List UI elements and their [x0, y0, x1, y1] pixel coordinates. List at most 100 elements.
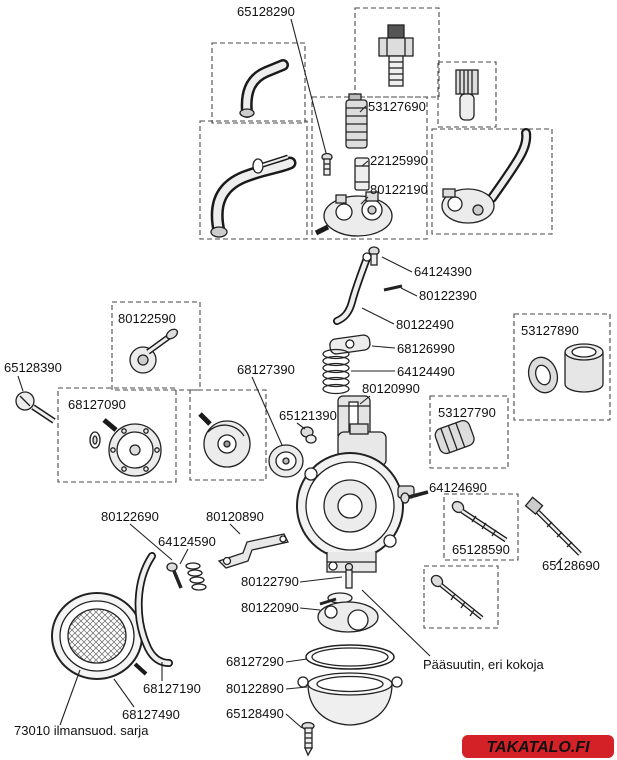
leader-80122690 — [129, 523, 173, 561]
part-label-68127090: 68127090 — [68, 397, 126, 412]
part-flange-screw-80122590 — [129, 328, 179, 374]
part-bracket-80120890 — [217, 533, 289, 569]
leader-80120990 — [359, 395, 371, 405]
part-label-80122190: 80122190 — [370, 182, 428, 197]
part-screw-64124390 — [368, 246, 380, 266]
leader-80122490 — [361, 307, 395, 325]
group-box-screw-extra — [423, 565, 499, 629]
part-screw-pilot — [430, 574, 484, 620]
part-label-80120890: 80120890 — [206, 509, 264, 524]
watermark-takatalo: TAKATALO.FI — [462, 735, 614, 758]
part-plate-68126990 — [329, 334, 371, 355]
leader-65128390 — [17, 375, 24, 392]
part-label-53127690: 53127690 — [368, 99, 426, 114]
part-cable-adjuster — [354, 157, 370, 191]
part-label-65121390: 65121390 — [279, 408, 337, 423]
part-label-65128390: 65128390 — [4, 360, 62, 375]
part-label-64124590: 64124590 — [158, 534, 216, 549]
part-gasket-68127290 — [305, 644, 395, 670]
part-screw-64124590 — [166, 562, 183, 589]
part-needle-jet-80122790 — [344, 562, 354, 589]
leader-68126990 — [371, 345, 396, 349]
leader-65128490 — [285, 713, 303, 729]
part-small-spring-80122690 — [185, 562, 207, 591]
group-box-seal-bushing — [513, 313, 611, 421]
parts — [15, 24, 604, 757]
leader-68127390 — [251, 376, 283, 446]
part-label-65128590: 65128590 — [452, 542, 510, 557]
part-label-80122090: 80122090 — [241, 600, 299, 615]
leader-lines — [17, 18, 563, 729]
leader-68127290 — [285, 658, 308, 663]
part-label-68127290: 68127290 — [226, 654, 284, 669]
part-label-65128690: 65128690 — [542, 558, 600, 573]
group-box-elbow — [211, 42, 306, 124]
part-choke-disc-2 — [198, 412, 251, 468]
part-washer-68127090 — [89, 431, 101, 449]
part-label-80122490: 80122490 — [396, 317, 454, 332]
leader-68127490 — [113, 678, 135, 708]
part-label-80122590: 80122590 — [118, 311, 176, 326]
leader-64124390 — [381, 256, 413, 273]
part-fuel-valve — [378, 24, 414, 87]
main-jet-note: Pääsuutin, eri kokoja — [423, 657, 544, 672]
watermark-text: TAKATALO.FI — [486, 739, 590, 756]
part-label-22125990: 22125990 — [370, 153, 428, 168]
group-box-cable-elbow — [431, 128, 553, 235]
part-label-64124690: 64124690 — [429, 480, 487, 495]
part-label-68126990: 68126990 — [397, 341, 455, 356]
group-boxes — [57, 7, 611, 629]
part-screw-65128590 — [451, 500, 508, 543]
part-screw-65128390 — [15, 391, 56, 424]
part-pin-80122390 — [383, 284, 403, 292]
group-box-top-assembly — [311, 96, 428, 240]
part-nut-65121390 — [300, 426, 317, 444]
leader-65121390 — [296, 422, 306, 430]
group-box-fuel-valve — [354, 7, 440, 98]
part-label-65128290: 65128290 — [237, 4, 295, 19]
part-label-53127890: 53127890 — [521, 323, 579, 338]
part-intake-elbow — [239, 59, 289, 118]
leader-80122390 — [400, 287, 418, 297]
part-bolt-65128690 — [524, 496, 582, 556]
leader-80122790 — [299, 576, 343, 583]
leader-80122890 — [285, 686, 308, 690]
kit-note: 73010 ilmansuod. sarja — [14, 723, 149, 738]
part-float-bowl-80122890 — [297, 672, 403, 726]
part-plunger-53127790 — [434, 420, 475, 455]
leader-80120890 — [229, 523, 241, 535]
part-screw-65128290 — [321, 152, 333, 176]
part-labels: 65128290 53127690 22125990 80122190 6412… — [4, 4, 600, 738]
part-intake-pipe — [210, 154, 297, 238]
watermark-background — [462, 735, 614, 758]
group-box-choke-disc — [57, 387, 177, 483]
part-label-53127790: 53127790 — [438, 405, 496, 420]
part-spring-64124490 — [322, 348, 350, 395]
part-cable-elbow — [441, 128, 532, 224]
leader-64124590 — [179, 548, 189, 565]
leader-22125990 — [361, 160, 369, 167]
part-choke-plunger — [345, 93, 368, 149]
part-knurled-sleeve — [455, 69, 479, 121]
part-label-64124390: 64124390 — [414, 264, 472, 279]
leader-80122190 — [360, 196, 369, 205]
leader-65128290 — [290, 18, 327, 154]
leader-kit-73010 — [59, 669, 81, 726]
part-bushing-53127890 — [564, 343, 604, 393]
leader-main-jet — [361, 589, 431, 657]
group-box-screw-65128590 — [443, 493, 519, 561]
part-label-80122790: 80122790 — [241, 574, 299, 589]
part-seal-ring-53127890 — [527, 356, 559, 394]
part-label-80122690: 80122690 — [101, 509, 159, 524]
part-top-cap-assembly — [314, 191, 393, 237]
part-label-65128490: 65128490 — [226, 706, 284, 721]
part-hose-68127190 — [134, 552, 173, 667]
part-throttle-disc-68127390 — [268, 444, 304, 478]
leader-65128690 — [555, 557, 563, 566]
part-float-assembly-80122090 — [317, 592, 379, 633]
part-throttle-arm — [333, 252, 372, 325]
part-label-68127490: 68127490 — [122, 707, 180, 722]
group-box-plunger — [429, 395, 509, 469]
